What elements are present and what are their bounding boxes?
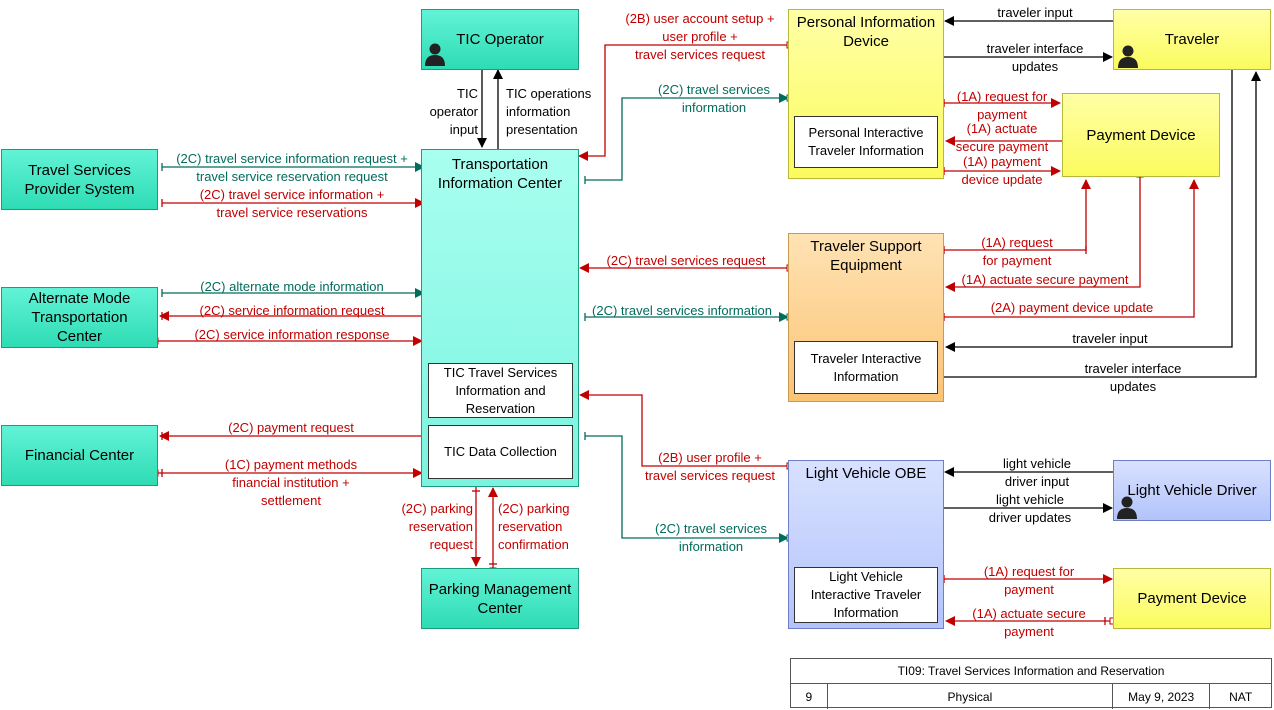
person-icon (425, 43, 445, 66)
label-tic-operator-input: TIC operator input (429, 86, 478, 137)
label-traveler-input-mid: traveler input (1072, 331, 1148, 346)
flow-tse-actuate (945, 174, 1141, 292)
label-pid-travel-services-info: (2C) travel services information (658, 82, 770, 115)
label-tse-request-payment: (1A) request for payment (981, 235, 1053, 268)
flow-traveler-input-mid (945, 70, 1233, 352)
label-tic-operations-presentation: TIC operations information presentation (506, 86, 592, 137)
author: NAT (1229, 689, 1253, 704)
node-parking-management-center[interactable]: Parking Management Center (421, 568, 579, 629)
flow-pid-travel-info (585, 93, 789, 181)
label-lv-actuate-secure: (1A) actuate secure payment (972, 606, 1086, 639)
label-traveler-interface-updates-mid: traveler interface updates (1084, 361, 1182, 394)
node-payment-device-top[interactable]: Payment Device (1062, 93, 1220, 177)
label-alt-service-response: (2C) service information response (194, 327, 390, 342)
flow-tse-device-update (940, 179, 1199, 318)
label-lv-driver-input: light vehicle driver input (1003, 456, 1071, 489)
node-financial-center[interactable]: Financial Center (1, 425, 158, 486)
label-traveler-input-top: traveler input (997, 5, 1073, 20)
label-tse-travel-services-info: (2C) travel services information (592, 303, 772, 318)
node-tic-operator[interactable]: TIC Operator (421, 9, 579, 70)
label-tse-travel-services-request: (2C) travel services request (606, 253, 766, 268)
subsystem-lv-interactive[interactable]: Light Vehicle Interactive Traveler Infor… (794, 567, 938, 623)
label-pid-payment-device-update: (1A) payment device update (961, 154, 1043, 187)
subsystem-tic-travel-services[interactable]: TIC Travel Services Information and Rese… (428, 363, 573, 418)
page-number: 9 (791, 684, 828, 709)
diagram-date: May 9, 2023 (1113, 684, 1211, 709)
subsystem-personal-interactive[interactable]: Personal Interactive Traveler Informatio… (794, 116, 938, 168)
label-user-account-setup: (2B) user account setup + user profile +… (625, 11, 775, 62)
subsystem-tic-data-collection[interactable]: TIC Data Collection (428, 425, 573, 479)
flow-traveler-updates-mid (944, 71, 1261, 378)
label-tsp-info-reservations: (2C) travel service information + travel… (199, 187, 385, 220)
view-type: Physical (828, 684, 1113, 709)
label-tsp-info-request: (2C) travel service information request … (176, 151, 408, 184)
label-pid-request-payment: (1A) request for payment (956, 89, 1048, 122)
title-block: TI09: Travel Services Information and Re… (790, 658, 1272, 709)
diagram-title: TI09: Travel Services Information and Re… (791, 659, 1271, 684)
label-alt-mode-info: (2C) alternate mode information (200, 279, 384, 294)
label-lv-user-profile: (2B) user profile + travel services requ… (644, 450, 776, 483)
tic-operator-label: TIC Operator (456, 31, 544, 48)
label-tse-actuate-secure: (1A) actuate secure payment (961, 272, 1129, 287)
label-tse-payment-device-update: (2A) payment device update (990, 300, 1154, 315)
label-pid-actuate-secure: (1A) actuate secure payment (955, 121, 1049, 154)
node-payment-device-bottom[interactable]: Payment Device (1113, 568, 1271, 629)
label-parking-reservation-confirmation: (2C) parking reservation confirmation (498, 501, 570, 552)
label-lv-driver-updates: light vehicle driver updates (988, 492, 1072, 525)
node-alternate-mode-transportation-center[interactable]: Alternate Mode Transportation Center (1, 287, 158, 348)
node-traveler[interactable]: Traveler (1113, 9, 1271, 70)
node-travel-services-provider[interactable]: Travel Services Provider System (1, 149, 158, 210)
flow-lv-user-profile (579, 390, 790, 467)
label-traveler-interface-updates-top: traveler interface updates (986, 41, 1084, 74)
label-lv-travel-services-info: (2C) travel services information (655, 521, 767, 554)
node-light-vehicle-driver[interactable]: Light Vehicle Driver (1113, 460, 1271, 521)
flow-user-account-setup (578, 44, 790, 161)
person-icon (1117, 496, 1137, 519)
label-fin-payment-methods: (1C) payment methods financial instituti… (224, 457, 358, 508)
subsystem-traveler-interactive[interactable]: Traveler Interactive Information (794, 341, 938, 394)
label-lv-request-payment: (1A) request for payment (983, 564, 1075, 597)
label-parking-reservation-request: (2C) parking reservation request (401, 501, 473, 552)
tic-label: Transportation Information Center (437, 156, 563, 192)
label-alt-service-request: (2C) service information request (199, 303, 385, 318)
label-fin-payment-request: (2C) payment request (228, 420, 354, 435)
flow-lv-travel-info (585, 435, 789, 543)
person-icon (1118, 45, 1138, 68)
